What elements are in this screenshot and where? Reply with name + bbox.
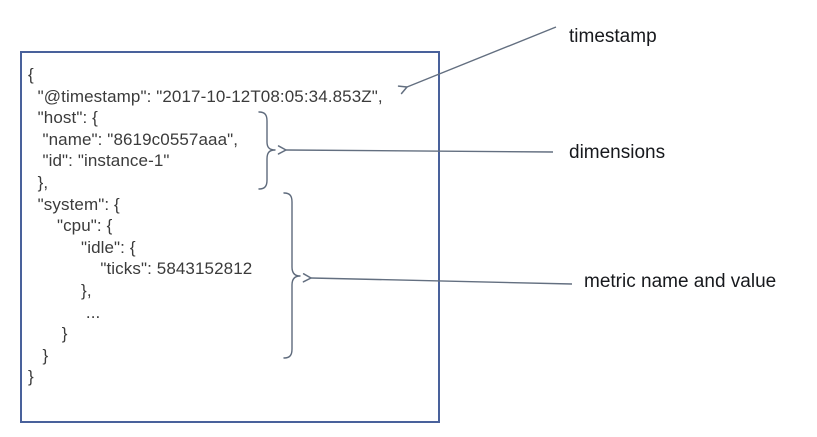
- json-code: { "@timestamp": "2017-10-12T08:05:34.853…: [28, 65, 383, 387]
- timestamp-label: timestamp: [569, 26, 657, 47]
- json-document-box: { "@timestamp": "2017-10-12T08:05:34.853…: [20, 51, 440, 423]
- metric-name-and-value-label: metric name and value: [584, 271, 777, 292]
- dimensions-label: dimensions: [569, 142, 666, 163]
